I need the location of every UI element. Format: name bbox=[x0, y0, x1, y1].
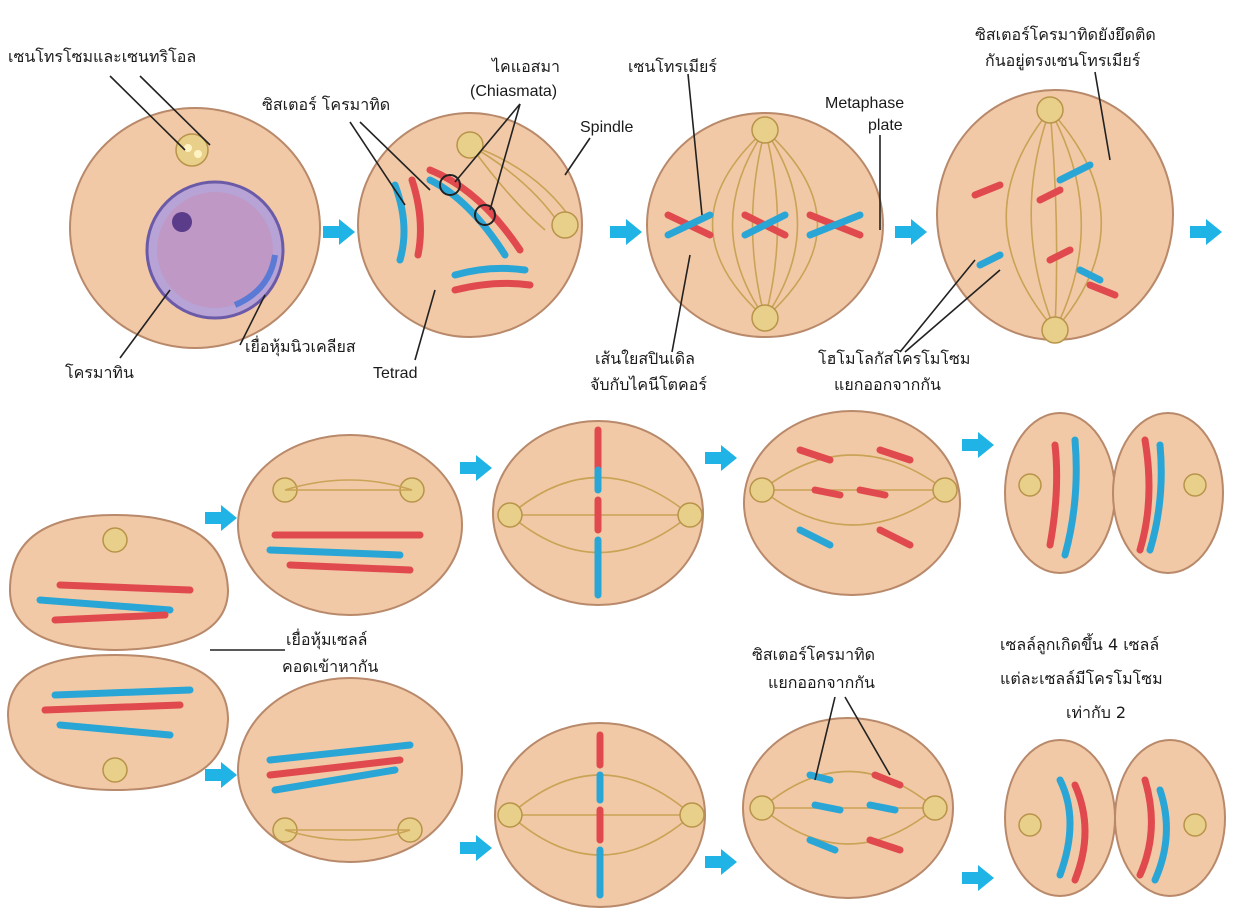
cell-prophase-early bbox=[70, 108, 320, 348]
label-result-line3: เท่ากับ 2 bbox=[1066, 703, 1126, 722]
label-chiasmata-en: (Chiasmata) bbox=[470, 83, 557, 100]
label-metaphase-plate-line2: plate bbox=[868, 117, 903, 134]
arrow-icon bbox=[705, 849, 737, 875]
label-homologs-separate-line1: โฮโมโลกัสโครโมโซม bbox=[818, 349, 970, 368]
label-sisters-attached-line1: ซิสเตอร์โครมาทิดยังยึดติด bbox=[975, 25, 1156, 44]
label-spindle-fiber-line1: เส้นใยสปินเดิล bbox=[595, 349, 695, 368]
arrow-icon bbox=[610, 219, 642, 245]
label-nuclear-envelope: เยื่อหุ้มนิวเคลียส bbox=[245, 335, 356, 357]
label-cell-membrane-line2: คอดเข้าหากัน bbox=[282, 657, 378, 676]
arrow-icon bbox=[205, 762, 237, 788]
label-chromatin: โครมาทิน bbox=[65, 363, 134, 382]
label-centrosome-centriole: เซนโทรโซมและเซนทริโอล bbox=[8, 47, 196, 66]
cell-prophase-one bbox=[358, 113, 582, 337]
cell-metaphase-one bbox=[647, 113, 883, 337]
cell-anaphase-two-a bbox=[744, 411, 960, 595]
label-cell-membrane-line1: เยื่อหุ้มเซลล์ bbox=[286, 628, 367, 650]
cell-anaphase-one bbox=[937, 90, 1173, 343]
label-spindle-fiber-line2: จับกับไคนีโตคอร์ bbox=[590, 375, 707, 394]
arrow-icon bbox=[705, 445, 737, 471]
cell-prophase-two-a bbox=[238, 435, 462, 615]
cell-telophase-one bbox=[8, 515, 228, 790]
cell-prophase-two-b bbox=[238, 678, 462, 862]
label-sister-chromatid: ซิสเตอร์ โครมาทิด bbox=[262, 95, 390, 114]
label-centromere: เซนโทรเมียร์ bbox=[628, 57, 717, 76]
label-tetrad: Tetrad bbox=[373, 365, 417, 382]
arrow-icon bbox=[460, 835, 492, 861]
label-sisters-attached-line2: กันอยู่ตรงเซนโทรเมียร์ bbox=[985, 51, 1141, 71]
label-metaphase-plate-line1: Metaphase bbox=[825, 95, 904, 112]
cell-anaphase-two-b bbox=[743, 718, 953, 898]
cell-metaphase-two-a bbox=[493, 421, 703, 605]
arrow-icon bbox=[1190, 219, 1222, 245]
cell-telophase-two-b bbox=[1005, 740, 1225, 896]
arrow-icon bbox=[460, 455, 492, 481]
cell-telophase-two-a bbox=[1005, 413, 1223, 573]
label-chiasmata-th: ไคแอสมา bbox=[490, 57, 560, 76]
label-result-line1: เซลล์ลูกเกิดขึ้น 4 เซลล์ bbox=[1000, 633, 1159, 655]
cell-metaphase-two-b bbox=[495, 723, 705, 907]
arrow-icon bbox=[323, 219, 355, 245]
label-spindle: Spindle bbox=[580, 119, 633, 136]
arrow-icon bbox=[895, 219, 927, 245]
arrow-icon bbox=[962, 865, 994, 891]
arrow-icon bbox=[962, 432, 994, 458]
nucleolus-icon bbox=[172, 212, 192, 232]
label-chromatids-separate-line1: ซิสเตอร์โครมาทิด bbox=[752, 645, 875, 664]
label-homologs-separate-line2: แยกออกจากกัน bbox=[834, 375, 941, 394]
label-result-line2: แต่ละเซลล์มีโครโมโซม bbox=[1000, 669, 1163, 688]
arrow-icon bbox=[205, 505, 237, 531]
label-chromatids-separate-line2: แยกออกจากกัน bbox=[768, 673, 875, 692]
